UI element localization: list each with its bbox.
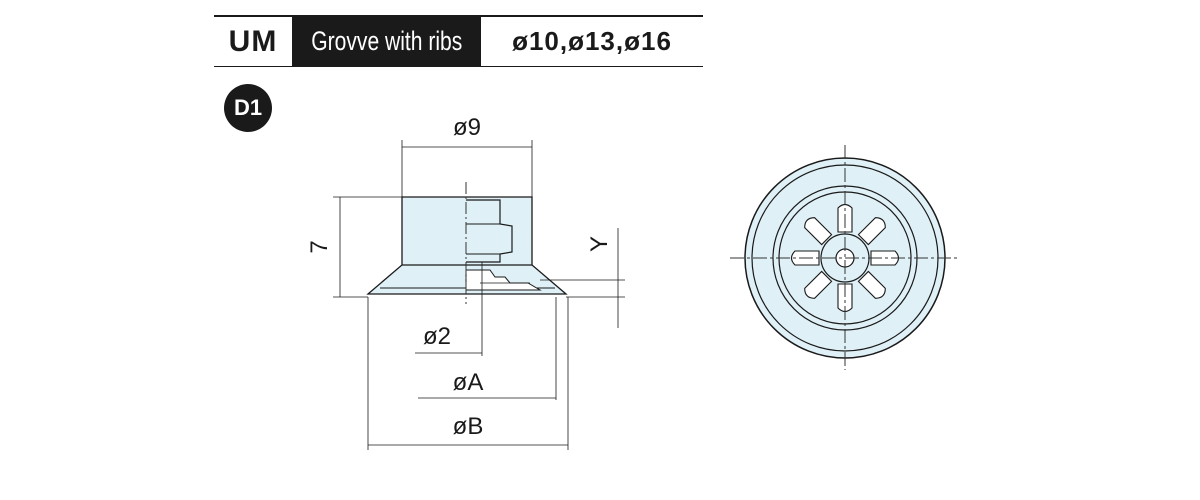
rib-slot [857,217,886,246]
dim-diameter-b: øB [453,413,484,440]
rib-slot [857,270,886,299]
size-list: ø10,ø13,ø16 [512,26,672,56]
internal-bore [466,199,513,263]
side-view: ø9 7 Y ø2 øA øB [306,114,625,450]
rib-slot [804,217,833,246]
title-header: UM Grovve with ribs ø10,ø13,ø16 [214,15,703,67]
model-code: UM [228,24,278,58]
rib-slot [837,283,853,313]
type-label: Grovve with ribs [311,26,462,56]
dim-y: Y [586,236,613,252]
rib-slot [804,270,833,299]
dim-height: 7 [306,240,333,253]
dim-hole-diameter: ø2 [423,323,451,350]
front-view [730,145,960,370]
dim-diameter-a: øA [453,369,484,396]
diagram-badge: D1 [224,84,272,132]
dim-top-diameter: ø9 [453,114,481,141]
type-label-cell: Grovve with ribs [292,17,481,66]
rib-slot [870,250,900,266]
